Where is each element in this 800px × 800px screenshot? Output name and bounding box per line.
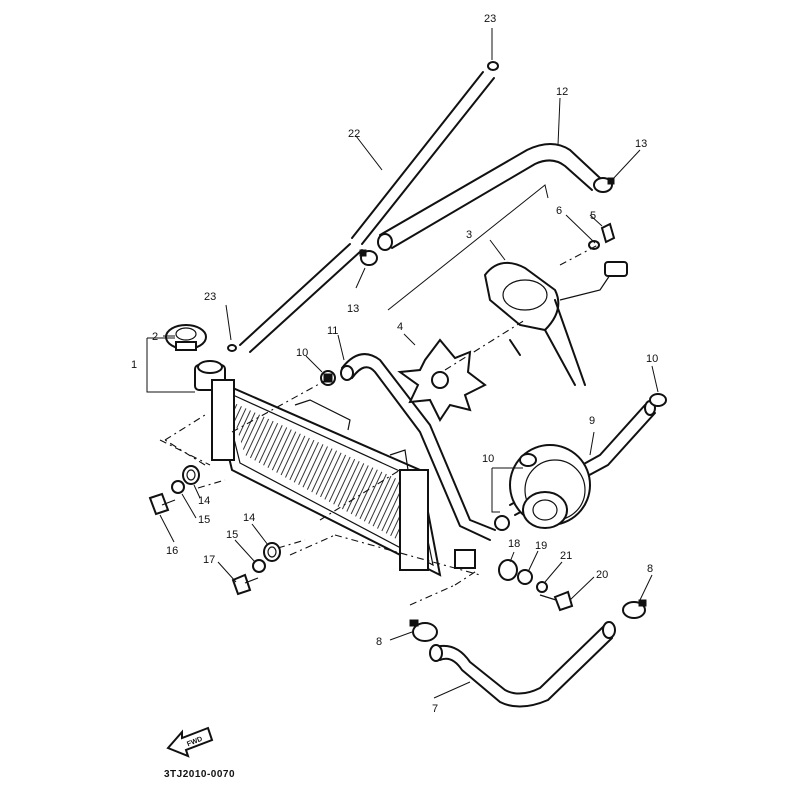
collar-15-lower xyxy=(252,559,266,573)
collar-15-upper xyxy=(171,480,185,494)
label-9: 9 xyxy=(589,415,595,427)
label-8-right: 8 xyxy=(647,563,653,575)
label-5: 5 xyxy=(590,210,596,222)
hose-22 xyxy=(239,71,495,353)
label-11: 11 xyxy=(327,325,338,337)
label-23-left: 23 xyxy=(204,291,216,303)
grommet-18 xyxy=(498,559,518,581)
label-16: 16 xyxy=(166,545,178,557)
label-23-top: 23 xyxy=(484,13,496,25)
label-10-pump: 10 xyxy=(482,453,494,465)
clamp-23-left xyxy=(227,344,237,352)
drawing-code: 3TJ2010-0070 xyxy=(164,769,235,780)
hose-12 xyxy=(377,143,601,251)
label-2: 2 xyxy=(152,331,158,343)
label-10-right: 10 xyxy=(646,353,658,365)
screw-5 xyxy=(600,222,616,244)
grommet-14-upper xyxy=(182,465,200,485)
clamp-10-right xyxy=(649,393,667,407)
washer-6 xyxy=(588,240,600,250)
front-arrow-icon: FWD xyxy=(166,726,214,758)
label-1: 1 xyxy=(131,359,137,371)
water-pump xyxy=(509,444,591,529)
label-15-upper: 15 xyxy=(198,514,210,526)
fan-motor-3 xyxy=(483,261,628,386)
radiator-1 xyxy=(194,360,476,577)
clamp-23-top xyxy=(487,61,499,71)
bolt-20 xyxy=(539,590,574,612)
label-10-left: 10 xyxy=(296,347,308,359)
radiator-cap-2 xyxy=(165,324,207,351)
label-19: 19 xyxy=(535,540,547,552)
hose-7 xyxy=(429,621,616,708)
clamp-8-left xyxy=(409,619,438,642)
hose-11 xyxy=(340,353,496,541)
clamp-13-right xyxy=(593,177,615,193)
fan-4 xyxy=(397,338,487,422)
label-18: 18 xyxy=(508,538,520,550)
label-6: 6 xyxy=(556,205,562,217)
washer-21 xyxy=(536,581,548,593)
bolt-17 xyxy=(231,573,259,596)
label-17: 17 xyxy=(203,554,215,566)
label-21: 21 xyxy=(560,550,572,562)
leader-lines xyxy=(146,28,659,699)
label-12: 12 xyxy=(556,86,568,98)
label-22: 22 xyxy=(348,128,360,140)
label-7: 7 xyxy=(432,703,438,715)
assembly-lines xyxy=(159,244,599,606)
label-20: 20 xyxy=(596,569,608,581)
grommet-14-lower xyxy=(263,542,281,562)
clamp-8-right xyxy=(622,599,647,619)
label-3: 3 xyxy=(466,229,472,241)
collar-19 xyxy=(517,569,533,585)
label-13-right: 13 xyxy=(635,138,647,150)
part-labels: 23 12 22 13 6 5 3 13 23 4 11 2 1 10 10 9… xyxy=(131,13,658,715)
clamp-10-left xyxy=(320,370,336,386)
clamp-13-middle xyxy=(359,249,378,266)
label-8-left: 8 xyxy=(376,636,382,648)
clamp-10-pump xyxy=(494,515,510,531)
label-15-lower: 15 xyxy=(226,529,238,541)
bolt-16 xyxy=(148,492,176,516)
label-14-lower: 14 xyxy=(243,512,255,524)
label-13-middle: 13 xyxy=(347,303,359,315)
label-14-upper: 14 xyxy=(198,495,210,507)
label-4: 4 xyxy=(397,321,403,333)
